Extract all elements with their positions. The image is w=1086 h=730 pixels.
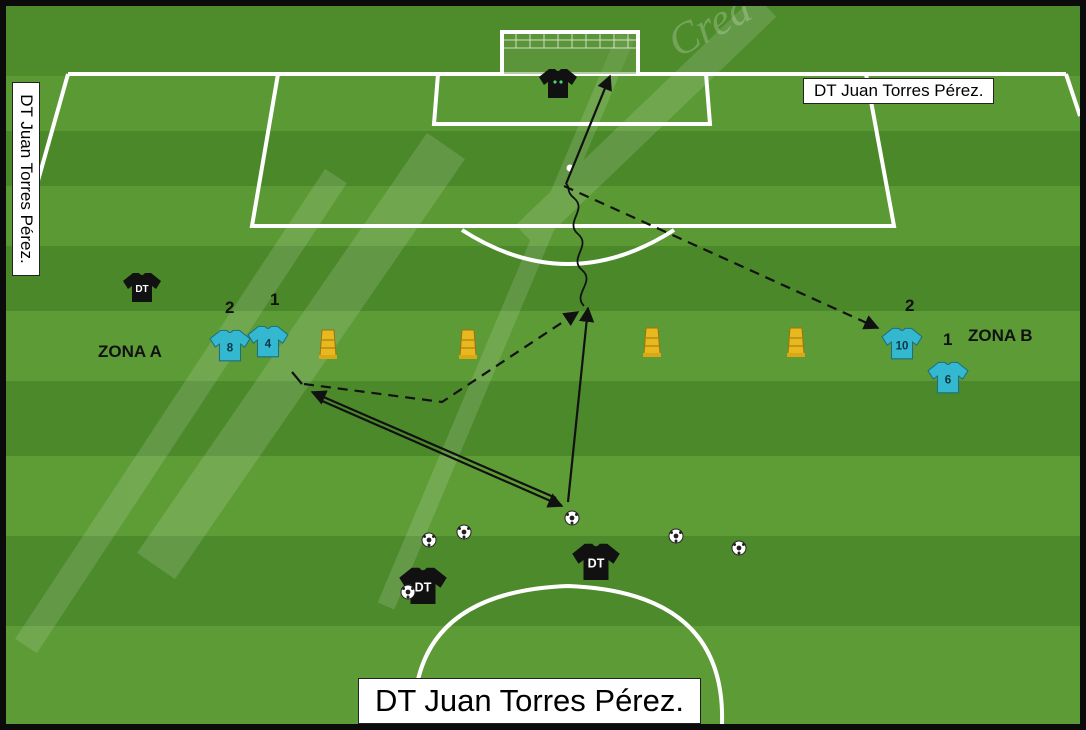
- goal-area: [431, 73, 713, 126]
- zone-a-player-2: 8: [209, 329, 251, 362]
- dribble-wavy-arrow: [565, 183, 588, 307]
- cone: [786, 327, 806, 358]
- zone-a-label: ZONA A: [98, 342, 162, 361]
- pass-arrow-back: [319, 398, 564, 508]
- grass-stripe: [6, 381, 1080, 456]
- order-number: 1: [270, 290, 280, 309]
- cone: [318, 329, 338, 360]
- coach-bottom-left: DT: [399, 567, 447, 604]
- pitch-drawing: Crea: [12, 6, 1080, 724]
- zone-b-player-2: 10: [881, 327, 923, 360]
- ball: [456, 524, 472, 540]
- goalkeeper: [539, 69, 577, 98]
- order-number: 1: [943, 330, 953, 349]
- svg-text:DT: DT: [588, 557, 605, 571]
- grass-stripe: [6, 186, 1080, 246]
- svg-text:10: 10: [896, 340, 909, 352]
- dashed-run-to-zone-b: [563, 184, 880, 330]
- dashed-run-arrow: [303, 311, 580, 404]
- cone: [642, 327, 662, 358]
- grass-stripe: [6, 131, 1080, 186]
- svg-text:4: 4: [265, 338, 272, 350]
- ball: [668, 528, 684, 544]
- zone-b-player-1: 6: [927, 361, 969, 394]
- coach-center: DT: [572, 543, 620, 580]
- grass-stripe: [6, 246, 1080, 311]
- center-circle: [411, 583, 725, 724]
- ball: [421, 532, 437, 548]
- football-pitch: Crea: [6, 6, 1080, 724]
- svg-text:DT: DT: [135, 284, 148, 295]
- author-label-left-text: DT Juan Torres Pérez.: [17, 94, 36, 264]
- svg-text:DT: DT: [415, 581, 432, 595]
- author-label-left: DT Juan Torres Pérez.: [12, 82, 40, 276]
- svg-text:6: 6: [945, 374, 951, 386]
- order-number: 2: [905, 296, 915, 315]
- penalty-arc: [460, 228, 676, 266]
- ball: [731, 540, 747, 556]
- author-label-bottom: DT Juan Torres Pérez.: [358, 678, 701, 724]
- grass-stripe: [6, 456, 1080, 536]
- order-number: 2: [225, 298, 235, 317]
- shot-arrow: [564, 74, 612, 185]
- pass-arrow-forward: [566, 306, 595, 503]
- run-tick: [291, 371, 303, 385]
- cone: [458, 329, 478, 360]
- pass-arrow-to-zone-a: [310, 390, 557, 500]
- goal: [500, 30, 640, 74]
- right-touchline: [1064, 73, 1080, 117]
- zone-a-player-1: 4: [247, 325, 289, 358]
- svg-text:8: 8: [227, 342, 234, 354]
- ball: [400, 584, 416, 600]
- ball: [564, 510, 580, 526]
- grass-stripe: [6, 536, 1080, 626]
- watermark: [15, 6, 777, 654]
- author-label-top-right: DT Juan Torres Pérez.: [803, 78, 995, 104]
- coach-left: DT: [123, 273, 161, 302]
- zone-b-label: ZONA B: [968, 326, 1033, 345]
